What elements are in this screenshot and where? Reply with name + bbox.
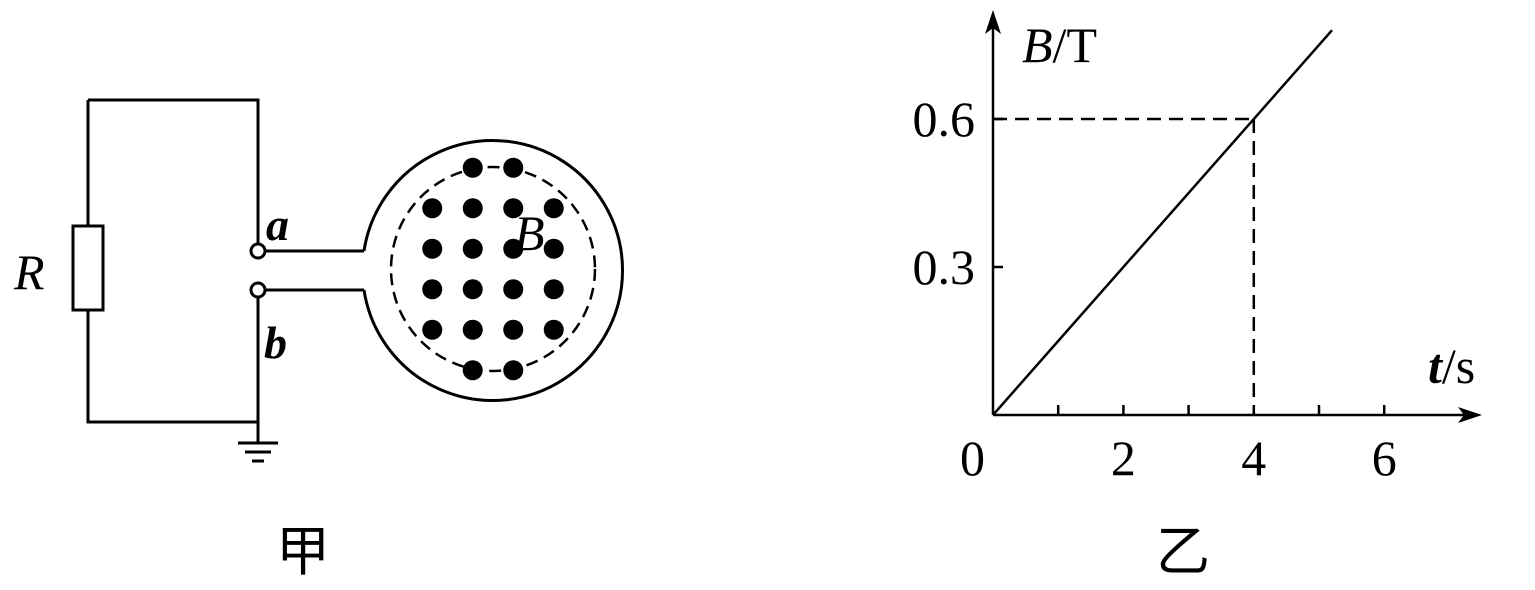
field-dot	[543, 238, 564, 259]
field-dot	[462, 360, 483, 381]
x-tick-label: 2	[1111, 430, 1136, 486]
graph-caption: 乙	[1156, 522, 1210, 582]
field-dot	[503, 319, 524, 340]
x-tick-label: 6	[1372, 430, 1397, 486]
x-axis-arrowhead	[1458, 407, 1482, 423]
field-dot	[543, 198, 564, 219]
field-dot	[462, 198, 483, 219]
wire-top	[88, 98, 260, 244]
ground-symbol	[238, 422, 278, 463]
y-axis-var: B	[1022, 17, 1053, 73]
resistor-label: R	[13, 244, 45, 300]
x-tick-label: 4	[1241, 430, 1266, 486]
field-dot	[422, 319, 443, 340]
y-axis-title: B/T	[1022, 17, 1097, 73]
field-label: B	[514, 205, 545, 261]
field-dot	[503, 360, 524, 381]
field-dot	[422, 238, 443, 259]
field-dot	[462, 157, 483, 178]
field-region-boundary	[389, 165, 597, 373]
field-dot	[543, 319, 564, 340]
field-dot	[462, 319, 483, 340]
y-axis-unit: /T	[1053, 17, 1097, 73]
field-dot	[462, 238, 483, 259]
x-axis-title: t/s	[1428, 338, 1475, 394]
x-axis-var: t	[1428, 338, 1444, 394]
circuit-caption: 甲	[276, 522, 330, 582]
terminal-a	[249, 242, 267, 260]
field-dot	[503, 238, 524, 259]
field-dot	[503, 157, 524, 178]
field-dots	[422, 157, 564, 381]
y-axis-arrowhead	[985, 10, 1001, 34]
graph-tick-labels: 2 4 6 0.3 0.6	[913, 91, 1397, 486]
field-dot	[503, 279, 524, 300]
resistor	[71, 224, 105, 312]
wire-left-lower	[86, 296, 260, 424]
series-line-B-vs-t	[992, 29, 1333, 416]
y-tick-label: 0.3	[913, 239, 976, 295]
circuit-diagram	[71, 98, 625, 463]
graph-guides	[993, 117, 1256, 415]
field-dot	[503, 198, 524, 219]
coil-loop	[362, 139, 625, 402]
graph-axes	[991, 22, 1470, 417]
field-dot	[422, 198, 443, 219]
terminal-b-label: b	[264, 317, 287, 368]
graph-ticks	[993, 117, 1386, 415]
terminal-b	[249, 281, 267, 299]
terminal-a-label: a	[266, 199, 289, 250]
origin-label: 0	[960, 430, 985, 486]
field-dot	[422, 279, 443, 300]
graph-series	[992, 29, 1333, 416]
field-dot	[462, 279, 483, 300]
field-dot	[543, 279, 564, 300]
y-tick-label: 0.6	[913, 91, 976, 147]
x-axis-unit: /s	[1442, 338, 1475, 394]
